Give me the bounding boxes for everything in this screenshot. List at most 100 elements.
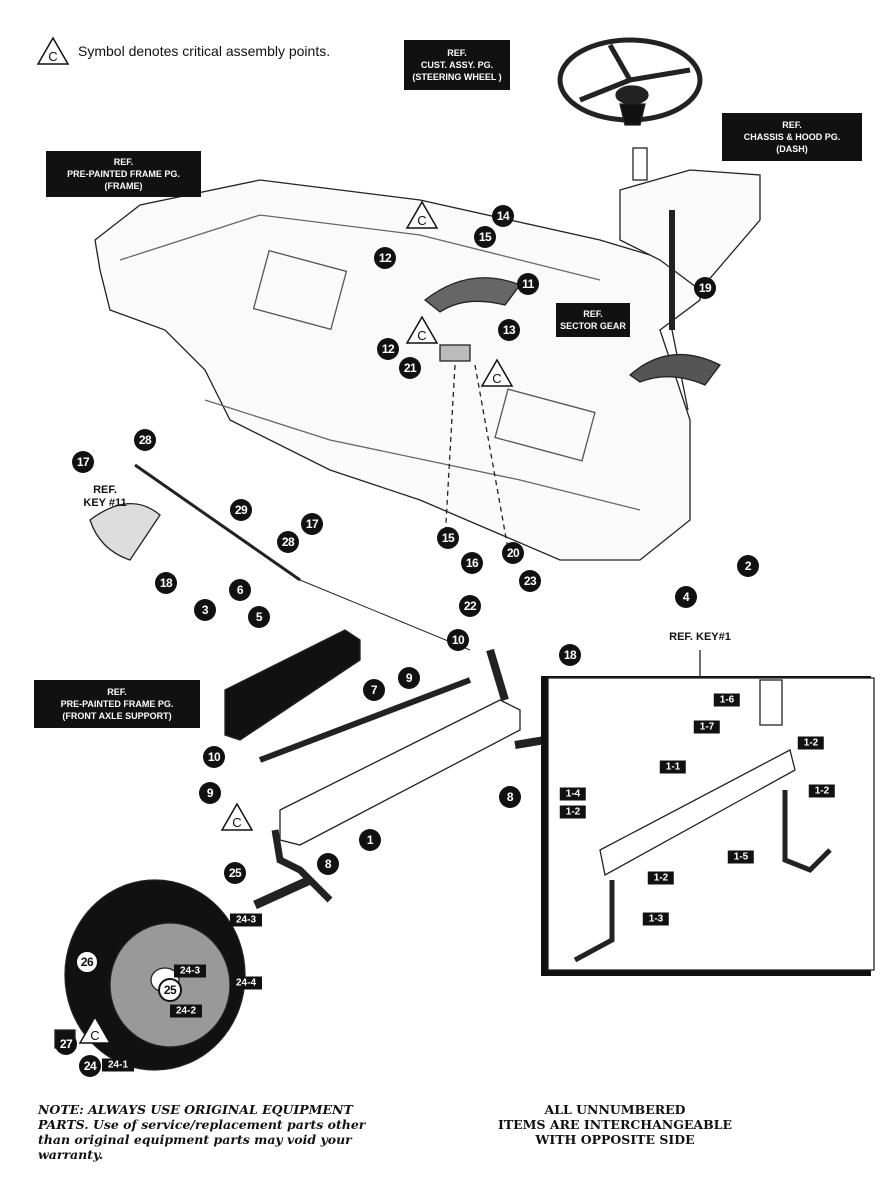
ref-part: SECTOR GEAR (560, 321, 626, 331)
callout: 2 (737, 555, 759, 577)
ref-sector-gear: REF. SECTOR GEAR (556, 303, 630, 337)
inset-part-tag: 1-2 (559, 805, 587, 819)
ref-key-1: REF. KEY#1 (669, 631, 731, 643)
part-tag: 24-2 (169, 1004, 203, 1018)
callout: 28 (134, 429, 156, 451)
callout: 13 (498, 319, 520, 341)
inset-part-tag: 1-4 (559, 787, 587, 801)
ref-key-11: REF.KEY #11 (80, 484, 130, 510)
ref-label: REF. (107, 687, 127, 697)
callout: 23 (519, 570, 541, 592)
ref-page: PRE-PAINTED FRAME PG. (60, 699, 174, 709)
callout: 25 (224, 862, 246, 884)
callout: 7 (363, 679, 385, 701)
note-line: warranty. (38, 1147, 104, 1162)
callout: 5 (248, 606, 270, 628)
callout: 18 (155, 572, 177, 594)
ref-part: (DASH) (776, 144, 808, 154)
ref-frame: REF. PRE-PAINTED FRAME PG. (FRAME) (46, 151, 201, 197)
critical-assembly-triangle-icon: C (405, 315, 439, 344)
callout: 15 (474, 226, 496, 248)
frame (94, 179, 701, 561)
ref-page: CHASSIS & HOOD PG. (743, 132, 841, 142)
callout: 3 (194, 599, 216, 621)
ref-label: REF. (113, 157, 134, 167)
callout: 12 (374, 247, 396, 269)
callout: 22 (459, 595, 481, 617)
callout: 8 (499, 786, 521, 808)
ref-dash: REF. CHASSIS & HOOD PG. (DASH) (722, 113, 862, 161)
inset-part-tag: 1-5 (727, 850, 755, 864)
ref-label: REF. (583, 309, 603, 319)
critical-assembly-triangle-icon: C (78, 1015, 112, 1044)
callout: 26 (75, 950, 99, 974)
note-line: ALL UNNUMBERED (544, 1102, 686, 1117)
ref-page: CUST. ASSY. PG. (420, 60, 494, 70)
inset-part-tag: 1-3 (642, 912, 670, 926)
inset-part-tag: 1-1 (659, 760, 687, 774)
callout: 17 (301, 513, 323, 535)
part-tag: 24-4 (229, 976, 263, 990)
note-line: ITEMS ARE INTERCHANGEABLE (497, 1117, 732, 1132)
callout: 8 (317, 853, 339, 875)
callout: 9 (398, 667, 420, 689)
svg-text:C: C (232, 815, 241, 830)
part-tag: 24-1 (101, 1058, 135, 1072)
callout: 6 (229, 579, 251, 601)
ref-part: (FRAME) (104, 181, 143, 191)
note-line: PARTS. Use of service/replacement parts … (38, 1117, 366, 1132)
callout: 4 (675, 586, 697, 608)
critical-assembly-triangle-icon: C (480, 358, 514, 387)
callout: 28 (277, 531, 299, 553)
svg-text:C: C (492, 371, 501, 386)
ref-page: PRE-PAINTED FRAME PG. (67, 169, 180, 179)
ref-front-axle-support: REF. PRE-PAINTED FRAME PG. (FRONT AXLE SUP… (34, 680, 200, 728)
callout: 12 (377, 338, 399, 360)
callout: 24 (79, 1055, 101, 1077)
callout: 10 (203, 746, 225, 768)
ref-part: (FRONT AXLE SUPPORT) (62, 711, 172, 721)
callout: 10 (447, 629, 469, 651)
ref-label: REF. (447, 48, 467, 58)
svg-text:C: C (90, 1028, 99, 1043)
original-parts-note: NOTE: ALWAYS USE ORIGINAL EQUIPMENT PART… (38, 1102, 365, 1162)
ref-key: KEY #11 (83, 497, 127, 509)
callout: 15 (437, 527, 459, 549)
inset-part-tag: 1-2 (647, 871, 675, 885)
ref-label: REF. (782, 120, 802, 130)
callout: 14 (492, 205, 514, 227)
callout: 27 (55, 1033, 77, 1055)
inset-part-tag: 1-2 (797, 736, 825, 750)
critical-assembly-triangle-icon: C (405, 200, 439, 229)
callout: 1 (359, 829, 381, 851)
critical-assembly-triangle-icon: C (36, 36, 70, 65)
callout: 18 (559, 644, 581, 666)
callout: 25 (158, 978, 182, 1002)
svg-text:C: C (48, 49, 57, 64)
callout: 19 (694, 277, 716, 299)
callout: 17 (72, 451, 94, 473)
critical-assembly-triangle-icon: C (220, 802, 254, 831)
part-tag: 24-3 (173, 964, 207, 978)
part-tag: 24-3 (229, 913, 263, 927)
interchangeable-note: ALL UNNUMBERED ITEMS ARE INTERCHANGEABLE… (460, 1102, 770, 1147)
sector-gear (628, 354, 721, 386)
callout: 11 (517, 273, 539, 295)
svg-text:C: C (417, 328, 426, 343)
drag-link (134, 463, 301, 582)
ref-part: (STEERING WHEEL ) (412, 72, 502, 82)
svg-text:C: C (417, 213, 426, 228)
front-axle (279, 699, 521, 846)
dash (619, 169, 761, 291)
ref-steering-wheel: REF. CUST. ASSY. PG. (STEERING WHEEL ) (404, 40, 510, 90)
inset-part-tag: 1-7 (693, 720, 721, 734)
front-axle-support (224, 629, 361, 741)
note-line: WITH OPPOSITE SIDE (535, 1132, 695, 1147)
callout: 21 (399, 357, 421, 379)
callout: 9 (199, 782, 221, 804)
note-line: NOTE: ALWAYS USE ORIGINAL EQUIPMENT (38, 1102, 353, 1117)
note-line: than original equipment parts may void y… (38, 1132, 352, 1147)
callout: 16 (461, 552, 483, 574)
inset-part-tag: 1-2 (808, 784, 836, 798)
